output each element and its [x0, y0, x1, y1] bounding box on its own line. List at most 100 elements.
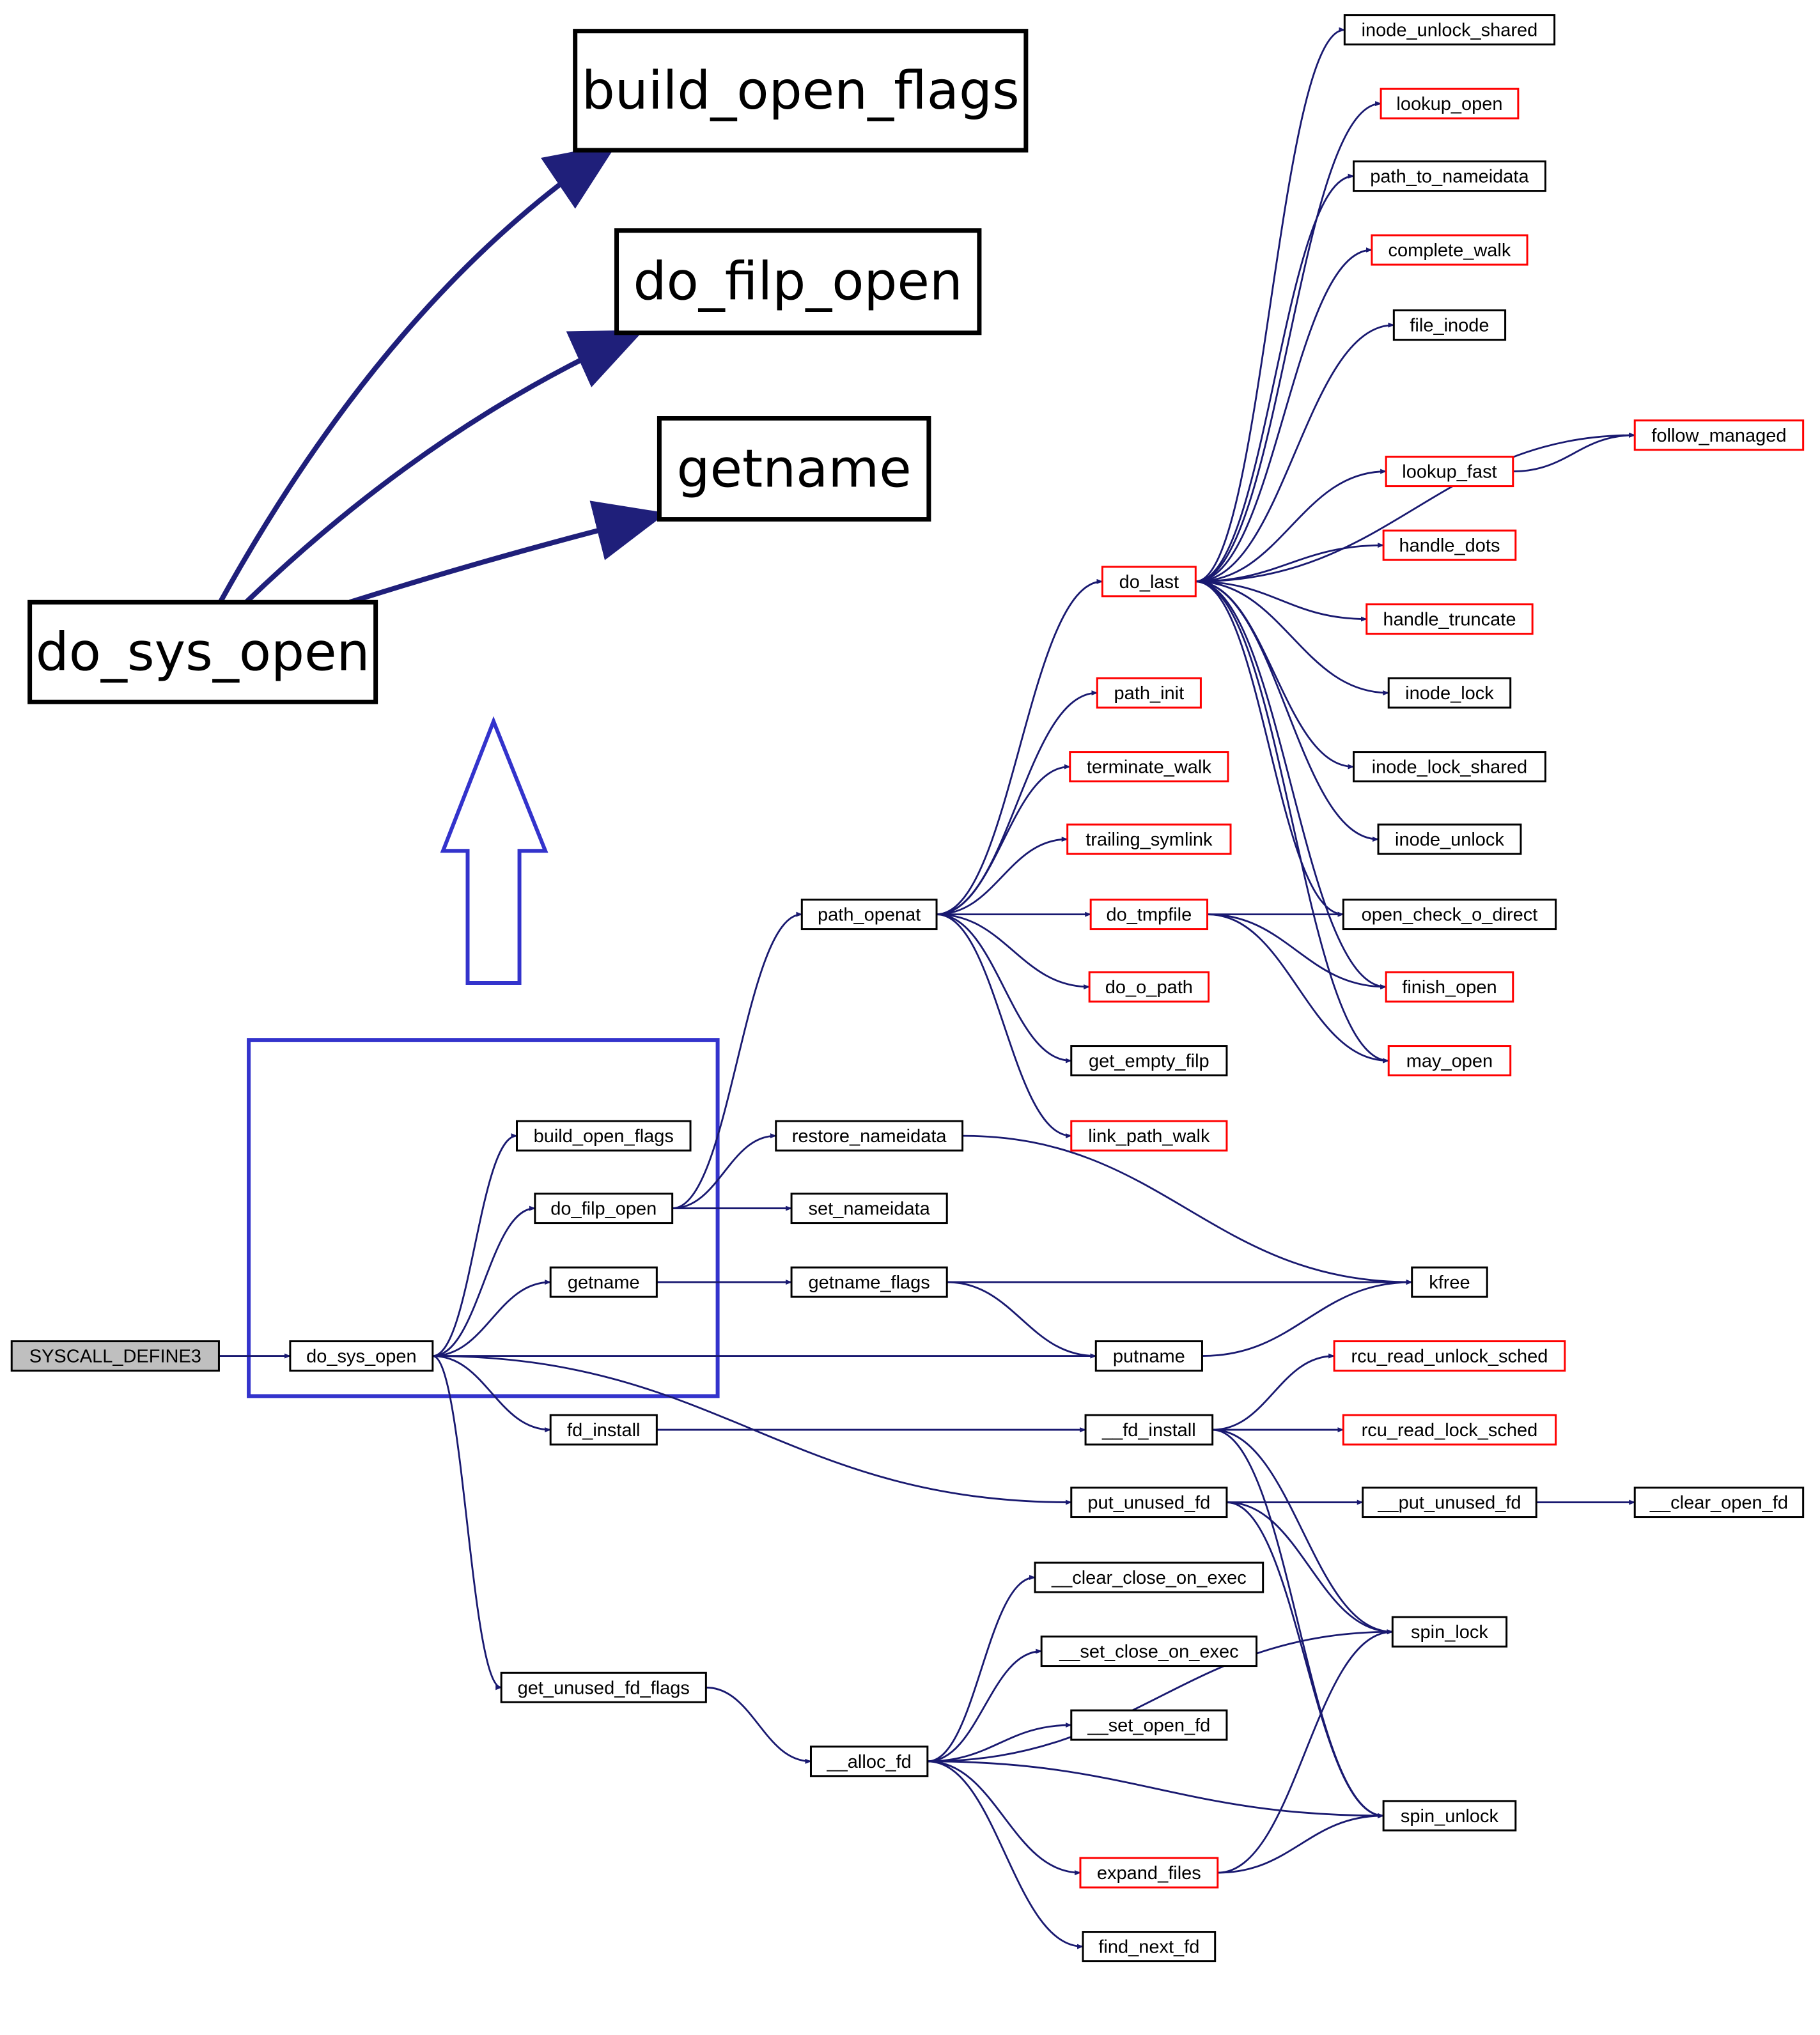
node-box	[549, 1266, 658, 1298]
edge-lookup-fast-to-follow-managed	[1513, 432, 1636, 472]
node-fd-install[interactable]: __fd_install	[1084, 1414, 1214, 1446]
edge-restore-nameidata-to-kfree	[962, 1134, 1413, 1285]
node-clear-close-on-exec[interactable]: __clear_close_on_exec	[1034, 1561, 1264, 1593]
node-label: get_empty_filp	[1089, 1051, 1209, 1072]
zoom-node-label: build_open_flags	[582, 61, 1020, 121]
node-getname-flags[interactable]: getname_flags	[790, 1266, 948, 1298]
node-alloc-fd[interactable]: __alloc_fd	[809, 1745, 929, 1777]
zoom-node-do-sys-open[interactable]: do_sys_open	[27, 600, 378, 704]
node-complete-walk[interactable]: complete_walk	[1371, 234, 1528, 266]
node-label: spin_lock	[1411, 1622, 1488, 1643]
node-box	[516, 1120, 692, 1152]
call-edges	[219, 27, 1636, 1949]
edge-do-sys-open-to-build-open-flags	[432, 1133, 518, 1357]
node-path-init[interactable]: path_init	[1096, 677, 1202, 709]
node-put-unused-fd[interactable]: put_unused_fd	[1070, 1487, 1228, 1519]
node-set-open-fd[interactable]: __set_open_fd	[1070, 1709, 1228, 1741]
node-path-to-nameidata[interactable]: path_to_nameidata	[1353, 160, 1546, 192]
node-label: SYSCALL_DEFINE3	[29, 1347, 201, 1367]
edge-do-sys-open-to-getname	[432, 1280, 552, 1357]
node-kfree[interactable]: kfree	[1411, 1266, 1488, 1298]
node-terminate-walk[interactable]: terminate_walk	[1069, 751, 1229, 783]
node-trailing-symlink[interactable]: trailing_symlink	[1066, 823, 1232, 855]
node-get-empty-filp[interactable]: get_empty_filp	[1070, 1045, 1228, 1077]
node-label: do_filp_open	[550, 1199, 657, 1219]
node-finish-open[interactable]: finish_open	[1385, 971, 1514, 1003]
node-getname[interactable]: getname	[549, 1266, 658, 1298]
node-do-o-path[interactable]: do_o_path	[1088, 971, 1210, 1003]
node-putname[interactable]: putname	[1094, 1340, 1203, 1372]
node-handle-dots[interactable]: handle_dots	[1382, 529, 1517, 561]
edge-do-last-to-handle-truncate	[1195, 580, 1367, 622]
node-box	[1380, 88, 1520, 120]
node-build-open-flags[interactable]: build_open_flags	[516, 1120, 692, 1152]
node-path-openat[interactable]: path_openat	[800, 899, 938, 931]
node-label: file_inode	[1410, 316, 1489, 336]
node-restore-nameidata[interactable]: restore_nameidata	[775, 1120, 964, 1152]
node-label: trailing_symlink	[1085, 830, 1213, 850]
node-box	[1387, 677, 1512, 709]
node-box	[1070, 1045, 1228, 1077]
node-label: __clear_open_fd	[1649, 1493, 1788, 1513]
node-handle-truncate[interactable]: handle_truncate	[1365, 603, 1534, 635]
node-box	[1089, 899, 1209, 931]
node-fd-install[interactable]: fd_install	[549, 1414, 658, 1446]
node-expand-files[interactable]: expand_files	[1079, 1857, 1219, 1889]
node-box	[1633, 419, 1805, 451]
node-inode-unlock-shared[interactable]: inode_unlock_shared	[1343, 14, 1556, 46]
node-box	[790, 1266, 948, 1298]
edge-do-last-to-inode-unlock-shared	[1195, 27, 1346, 583]
node-do-filp-open[interactable]: do_filp_open	[534, 1193, 674, 1225]
node-box	[10, 1340, 220, 1372]
node-label: follow_managed	[1651, 426, 1786, 446]
call-nodes: SYSCALL_DEFINE3 do_sys_open build_open_fla…	[10, 14, 1805, 1963]
node-label: __fd_install	[1101, 1420, 1196, 1441]
edge-do-last-to-path-to-nameidata	[1195, 173, 1355, 583]
zoom-edge-build-open-flags	[217, 143, 618, 604]
highlight-frame	[247, 1038, 720, 1398]
node-spin-unlock[interactable]: spin_unlock	[1382, 1800, 1517, 1832]
edge-do-filp-open-to-restore-nameidata	[672, 1133, 777, 1209]
node-may-open[interactable]: may_open	[1387, 1045, 1512, 1077]
node-label: do_last	[1119, 572, 1179, 592]
node-lookup-fast[interactable]: lookup_fast	[1385, 456, 1514, 488]
node-set-close-on-exec[interactable]: __set_close_on_exec	[1040, 1636, 1258, 1667]
node-link-path-walk[interactable]: link_path_walk	[1070, 1120, 1228, 1152]
node-inode-lock[interactable]: inode_lock	[1387, 677, 1512, 709]
edge-do-last-to-lookup-open	[1195, 101, 1382, 583]
node-label: handle_truncate	[1383, 610, 1516, 630]
node-open-check-o-direct[interactable]: open_check_o_direct	[1342, 899, 1557, 931]
node-follow-managed[interactable]: follow_managed	[1633, 419, 1805, 451]
node-file-inode[interactable]: file_inode	[1392, 309, 1507, 341]
node-rcu-read-unlock-sched[interactable]: rcu_read_unlock_sched	[1333, 1340, 1566, 1372]
node-label: __set_open_fd	[1087, 1715, 1210, 1736]
node-do-tmpfile[interactable]: do_tmpfile	[1089, 899, 1209, 931]
node-syscall-define3[interactable]: SYSCALL_DEFINE3	[10, 1340, 220, 1372]
node-inode-lock-shared[interactable]: inode_lock_shared	[1353, 751, 1546, 783]
node-box	[1333, 1340, 1566, 1372]
node-get-unused-fd-flags[interactable]: get_unused_fd_flags	[500, 1671, 707, 1703]
node-label: __clear_close_on_exec	[1051, 1568, 1247, 1588]
node-label: spin_unlock	[1401, 1806, 1499, 1827]
zoom-node-build-open-flags[interactable]: build_open_flags	[573, 29, 1029, 153]
node-box	[1353, 751, 1546, 783]
node-lookup-open[interactable]: lookup_open	[1380, 88, 1520, 120]
edge-do-tmpfile-to-may-open	[1207, 913, 1390, 1064]
node-clear-open-fd[interactable]: __clear_open_fd	[1633, 1487, 1805, 1519]
node-box	[1342, 1414, 1557, 1446]
node-do-sys-open[interactable]: do_sys_open	[289, 1340, 434, 1372]
zoom-node-getname[interactable]: getname	[657, 416, 931, 522]
node-label: open_check_o_direct	[1362, 905, 1538, 925]
node-find-next-fd[interactable]: find_next_fd	[1082, 1931, 1217, 1963]
node-label: do_o_path	[1105, 977, 1193, 998]
node-rcu-read-lock-sched[interactable]: rcu_read_lock_sched	[1342, 1414, 1557, 1446]
node-box	[1342, 899, 1557, 931]
node-inode-unlock[interactable]: inode_unlock	[1377, 823, 1522, 855]
node-spin-lock[interactable]: spin_lock	[1391, 1616, 1508, 1648]
node-set-nameidata[interactable]: set_nameidata	[790, 1193, 948, 1225]
zoom-node-do-filp-open[interactable]: do_filp_open	[614, 228, 982, 336]
edge-expand-files-to-spin-unlock	[1217, 1813, 1385, 1874]
edge-alloc-fd-to-expand-files	[927, 1760, 1081, 1876]
node-put-unused-fd[interactable]: __put_unused_fd	[1362, 1487, 1537, 1519]
node-do-last[interactable]: do_last	[1101, 566, 1197, 598]
